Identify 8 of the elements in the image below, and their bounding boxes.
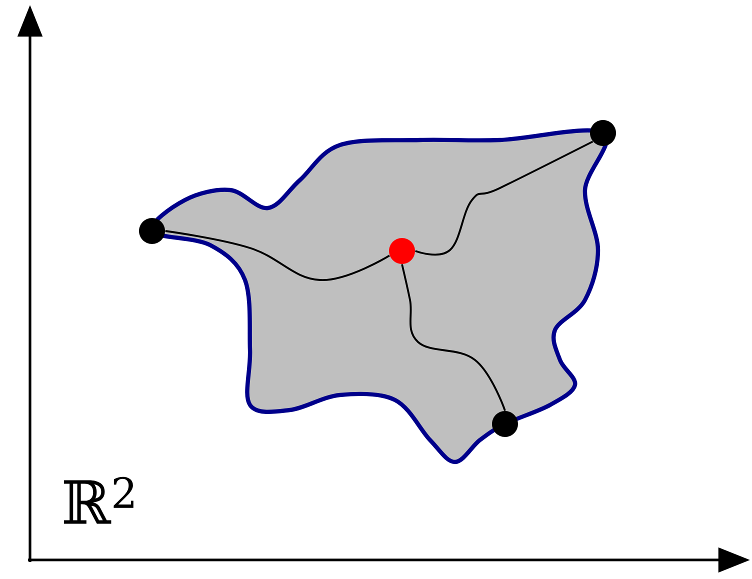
space-label: ℝ$^{2}$: [64, 476, 134, 524]
point-marker: [590, 120, 616, 146]
point-marker: [139, 218, 165, 244]
curve: [401, 264, 506, 411]
curve: [165, 230, 390, 281]
point-marker: [492, 410, 518, 437]
center-point-marker: [389, 238, 415, 264]
curve: [415, 140, 594, 256]
